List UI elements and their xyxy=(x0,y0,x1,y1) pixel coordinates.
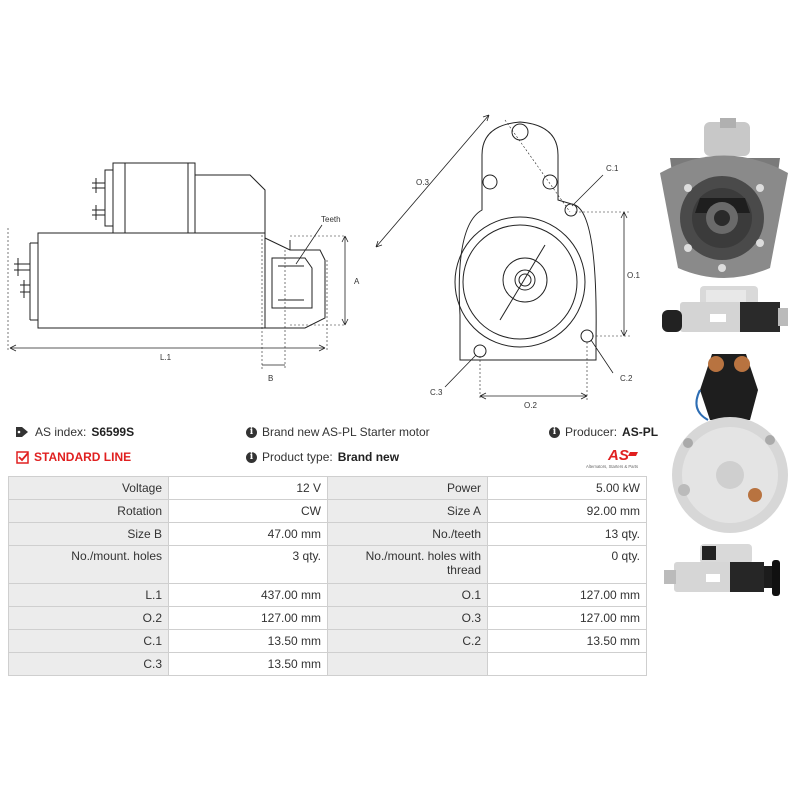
as-pl-logo: AS Alternators, Starters & Parts xyxy=(586,447,638,469)
spec-value: 92.00 mm xyxy=(487,499,647,523)
product-type-label: Product type: xyxy=(262,450,333,464)
spec-value: 437.00 mm xyxy=(168,583,328,607)
dim-c2-label: C.2 xyxy=(620,374,633,383)
spec-value xyxy=(487,652,647,676)
spec-label: O.3 xyxy=(327,606,488,630)
info-icon: i xyxy=(246,426,257,438)
spec-label: O.1 xyxy=(327,583,488,607)
info-icon: i xyxy=(246,451,257,463)
dim-a-label: A xyxy=(354,277,360,286)
producer-value: AS-PL xyxy=(622,425,659,439)
dim-o1-label: O.1 xyxy=(627,271,640,280)
spec-value: 127.00 mm xyxy=(487,606,647,630)
spec-label: O.2 xyxy=(8,606,169,630)
info-icon: i xyxy=(549,426,560,438)
spec-label: Size A xyxy=(327,499,488,523)
photo-side-view-2 xyxy=(664,544,780,596)
dim-o3-label: O.3 xyxy=(416,178,429,187)
photo-front-flange xyxy=(660,118,788,278)
dim-c1-label: C.1 xyxy=(606,164,619,173)
spec-value: 13.50 mm xyxy=(168,629,328,653)
spec-value: 127.00 mm xyxy=(487,583,647,607)
spec-label: Power xyxy=(327,476,488,500)
spec-value: 12 V xyxy=(168,476,328,500)
check-square-icon xyxy=(16,450,29,464)
spec-label: C.3 xyxy=(8,652,169,676)
spec-label: No./teeth xyxy=(327,522,488,546)
standard-line: STANDARD LINE xyxy=(16,450,131,464)
spec-label: Rotation xyxy=(8,499,169,523)
standard-line-label: STANDARD LINE xyxy=(34,450,132,464)
spec-value: 13.50 mm xyxy=(487,629,647,653)
product-type: i Product type: Brand new xyxy=(246,450,399,464)
spec-value: CW xyxy=(168,499,328,523)
spec-label: No./mount. holes xyxy=(8,545,169,584)
dim-o2-label: O.2 xyxy=(524,401,537,410)
spec-label: C.1 xyxy=(8,629,169,653)
spec-label: No./mount. holes with thread xyxy=(327,545,488,584)
dim-l1-label: L.1 xyxy=(160,353,172,362)
teeth-label: Teeth xyxy=(321,215,341,224)
spec-label: C.2 xyxy=(327,629,488,653)
spec-label xyxy=(327,652,488,676)
as-index: AS index: S6599S xyxy=(16,425,134,439)
photo-rear-view xyxy=(672,354,788,533)
as-index-label: AS index: xyxy=(35,425,87,439)
spec-label: L.1 xyxy=(8,583,169,607)
spec-value: 0 qty. xyxy=(487,545,647,584)
svg-text:Alternators, Starters & Parts: Alternators, Starters & Parts xyxy=(586,464,638,469)
spec-value: 13 qty. xyxy=(487,522,647,546)
dim-c3-label: C.3 xyxy=(430,388,443,397)
description-text: Brand new AS-PL Starter motor xyxy=(262,425,430,439)
svg-text:AS: AS xyxy=(607,447,629,464)
producer: i Producer: AS-PL xyxy=(549,425,658,439)
spec-label: Size B xyxy=(8,522,169,546)
spec-label: Voltage xyxy=(8,476,169,500)
tag-icon xyxy=(16,427,28,437)
producer-label: Producer: xyxy=(565,425,618,439)
product-type-value: Brand new xyxy=(337,450,400,464)
dim-b-label: B xyxy=(268,374,273,383)
spec-value: 3 qty. xyxy=(168,545,328,584)
spec-value: 13.50 mm xyxy=(168,652,328,676)
photo-side-view xyxy=(662,286,788,332)
product-description: i Brand new AS-PL Starter motor xyxy=(246,425,430,439)
spec-value: 127.00 mm xyxy=(168,606,328,630)
as-index-value: S6599S xyxy=(91,425,135,439)
spec-value: 47.00 mm xyxy=(168,522,328,546)
spec-value: 5.00 kW xyxy=(487,476,647,500)
technical-drawing: Teeth A B L.1 O.3 C.1 O.1 C.2 C.3 O.2 xyxy=(7,114,640,410)
